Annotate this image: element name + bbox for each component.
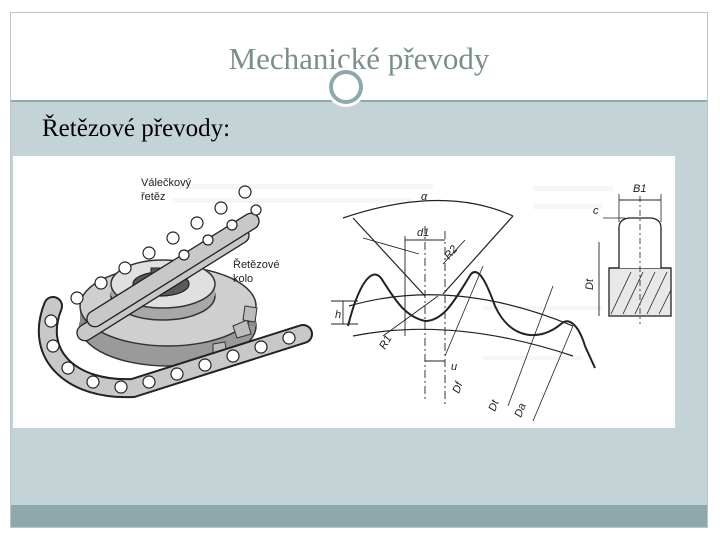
- chain-drive-figure: Válečkový řetěz Řetězové kolo: [13, 156, 675, 428]
- dim-dt: Dt: [487, 398, 502, 413]
- dim-da: Da: [513, 402, 529, 419]
- chain-label-line1: Válečkový: [141, 177, 192, 189]
- dim-alpha: α: [421, 191, 428, 203]
- tooth-profile-dimension-labels: α d1 R2 h R1 u Df Dt Da: [335, 191, 529, 419]
- chain-label-line2: řetěz: [141, 191, 165, 203]
- slide-title: Mechanické převody: [228, 41, 490, 76]
- dim-u: u: [451, 361, 457, 373]
- dim-dt-section: Dt: [584, 278, 596, 290]
- tooth-cross-section: [598, 194, 672, 324]
- dim-c: c: [593, 205, 599, 217]
- dim-r1: R1: [377, 333, 394, 351]
- dim-h: h: [335, 309, 341, 321]
- circle-ornament-icon: [326, 67, 366, 107]
- roller-chain-upper: [76, 212, 260, 342]
- dim-b1: B1: [633, 183, 646, 195]
- footer-bar: [11, 505, 707, 527]
- slide-subtitle: Řetězové převody:: [42, 115, 231, 142]
- background-scan-noise: [173, 184, 613, 360]
- chain-sprocket-illustration: Válečkový řetěz Řetězové kolo: [37, 177, 313, 399]
- tooth-profile-drawing: [331, 199, 596, 422]
- sprocket-label-line2: kolo: [233, 273, 253, 285]
- cross-section-dimension-labels: B1 c Dt: [584, 183, 646, 290]
- dim-d1: d1: [417, 227, 429, 239]
- dim-df: Df: [451, 380, 466, 395]
- sprocket-label-line1: Řetězové: [233, 258, 279, 271]
